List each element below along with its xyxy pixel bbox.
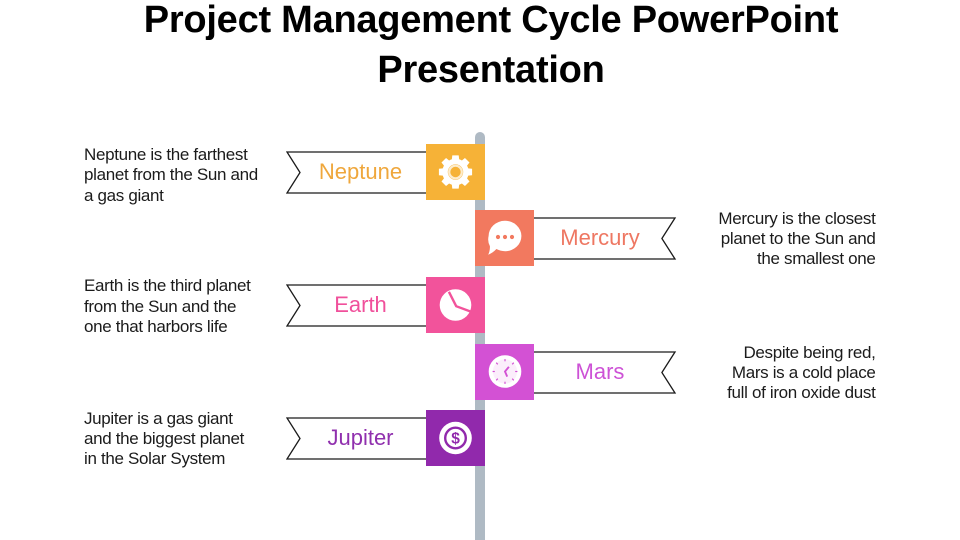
svg-text:$: $ [451, 430, 460, 447]
